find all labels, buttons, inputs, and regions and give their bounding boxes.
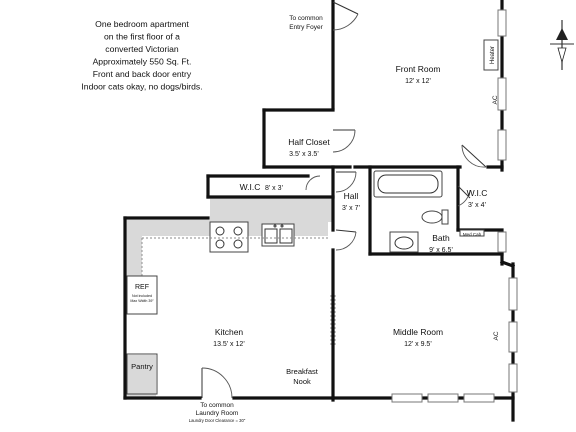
description-line-2: on the first floor of a [104, 32, 180, 42]
bathtub [373, 170, 443, 198]
hall-size: 3’ x 7’ [342, 205, 360, 212]
kitchen-name: Kitchen [215, 327, 244, 337]
toilet-bowl [421, 210, 443, 224]
entry-foyer-label-2: Entry Foyer [289, 24, 323, 31]
window-front-2 [497, 77, 507, 111]
front-room-size: 12’ x 12’ [405, 78, 431, 85]
pantry-box [126, 353, 158, 395]
bath-size: 9’ x 6.5’ [429, 247, 453, 254]
compass-icon [550, 20, 574, 70]
middle-room-name: Middle Room [393, 327, 443, 337]
ac-front-label: AC [492, 95, 499, 104]
toilet-tank [441, 209, 449, 225]
laundry-note: Laundry Door Clearance = 30” [189, 418, 246, 423]
kitchen-size: 13.5’ x 12’ [213, 341, 245, 348]
med-cab-box [459, 229, 485, 237]
window-middle-1 [508, 277, 518, 311]
wic-hall-name: W.I.C [240, 182, 261, 192]
ref-label: REF [135, 284, 149, 291]
wic-bath-size: 3’ x 4’ [468, 202, 486, 209]
ref-note-1: Not included [132, 294, 152, 298]
kitchen-fixtures [126, 221, 328, 315]
description-line-5: Front and back door entry [93, 69, 192, 79]
hall-name: Hall [344, 191, 359, 201]
description-line-6: Indoor cats okay, no dogs/birds. [81, 82, 202, 92]
description-line-4: Approximately 550 Sq. Ft. [93, 57, 192, 67]
bath-fixtures [373, 170, 485, 253]
med-cab-label: Med Cab [463, 232, 482, 237]
description-line-3: converted Victorian [105, 44, 179, 54]
window-bottom-2 [427, 393, 459, 403]
heater-unit [483, 39, 499, 71]
refrigerator [126, 275, 158, 315]
ac-middle-label: AC [493, 331, 500, 340]
window-middle-2 [508, 321, 518, 353]
breakfast-nook-line-2: Nook [293, 377, 311, 386]
window-front-3 [497, 129, 507, 161]
bath-name: Bath [432, 233, 450, 243]
window-front-1 [497, 9, 507, 37]
middle-room-size: 12’ x 9.5’ [404, 341, 432, 348]
wic-bath-name: W.I.C [467, 188, 488, 198]
description-line-1: One bedroom apartment [95, 19, 189, 29]
front-room-name: Front Room [396, 64, 441, 74]
stove [209, 221, 249, 253]
half-closet-name: Half Closet [288, 137, 330, 147]
windows [391, 9, 518, 403]
description-block: One bedroom apartment on the first floor… [81, 19, 202, 92]
ref-note-2: Max Width 39” [130, 299, 154, 303]
heater-label: Heater [490, 46, 496, 64]
doors [201, 1, 487, 399]
entry-foyer-label-1: To common [289, 15, 323, 22]
room-labels: To common Entry Foyer Front Room 12’ x 1… [130, 15, 500, 423]
window-bath [497, 231, 507, 253]
laundry-label-1: To common [200, 402, 234, 409]
breakfast-nook-line-1: Breakfast [286, 367, 319, 376]
laundry-label-2: Laundry Room [196, 410, 239, 417]
window-bottom-1 [391, 393, 423, 403]
half-closet-size: 3.5’ x 3.5’ [289, 151, 319, 158]
window-bottom-3 [463, 393, 495, 403]
window-middle-3 [508, 363, 518, 393]
wic-hall-size: 8’ x 3’ [265, 185, 283, 192]
pantry-name: Pantry [131, 362, 153, 371]
